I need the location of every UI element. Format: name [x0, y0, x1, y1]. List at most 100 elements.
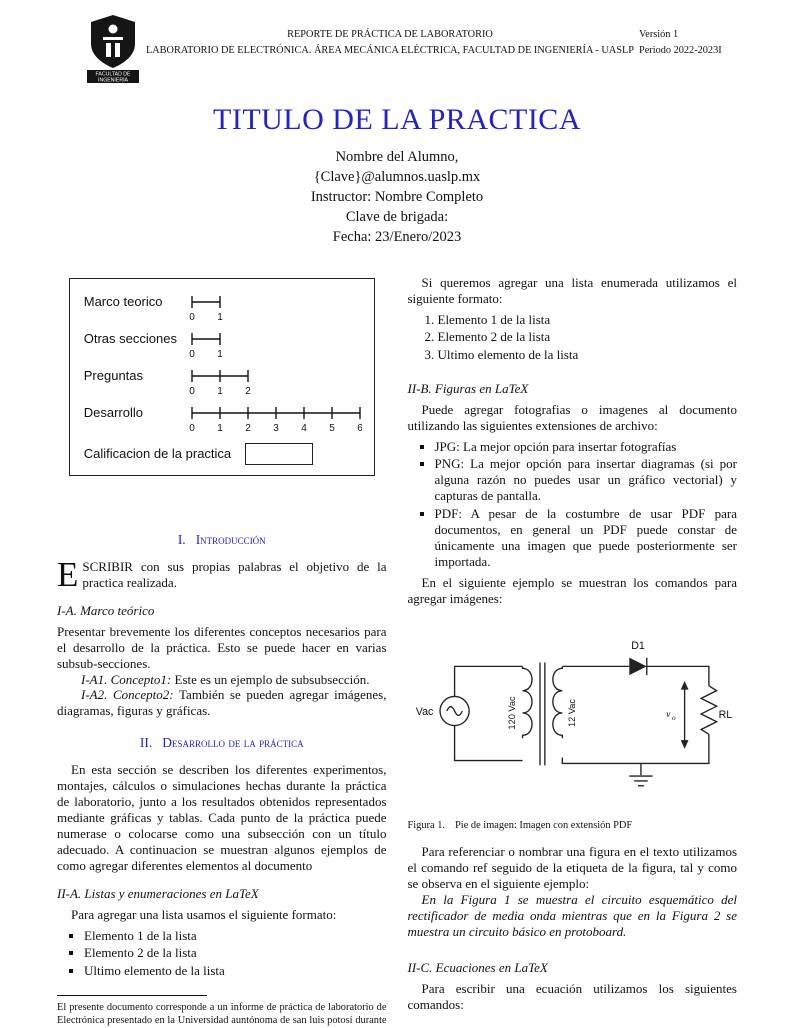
section-heading-desarrollo: II. Desarrollo de la práctica [57, 735, 387, 752]
svg-text:6: 6 [357, 423, 362, 434]
svg-text:1: 1 [217, 386, 223, 397]
concepto2-text: También se pueden agregar imágenes, diag… [57, 687, 387, 719]
concepto2-label: I-A2. Concepto2: [81, 687, 174, 703]
concepto1-label: I-A1. Concepto1: [81, 671, 172, 687]
source-label: Vac [415, 706, 433, 718]
grading-scale: 0 1 2 [189, 370, 251, 397]
faculty-logo: FACULTAD DE INGENIERÍA [85, 14, 141, 89]
rectifier-circuit-image: Vac 120 Vac 12 Vac D1 v o RL [415, 640, 732, 787]
reference-paragraph: Para referenciar o nombrar una figura en… [407, 844, 738, 892]
eq-fraction-2: αV2GS μo [590, 1025, 624, 1028]
grading-row: Preguntas 0 1 2 [84, 367, 362, 398]
list-item: Elemento 2 de la lista [438, 329, 738, 345]
section-title: Desarrollo de la práctica [162, 735, 304, 751]
drop-cap: E [57, 554, 79, 594]
grading-row-label: Otras secciones [83, 331, 177, 346]
version-label: Versión 1 [639, 29, 679, 40]
grading-row-label: Desarrollo [83, 405, 143, 420]
list-item: Ultimo elemento de la lista [438, 347, 738, 363]
section-number: I. [177, 532, 186, 547]
list-item: PDF: A pesar de la costumbre de usar PDF… [435, 506, 738, 570]
right-column: Si queremos agregar una lista enumerada … [408, 275, 738, 1028]
author-name: Nombre del Alumno, [335, 149, 459, 165]
footnote-rule [57, 994, 207, 996]
svg-text:1: 1 [217, 423, 223, 434]
svg-text:1: 1 [217, 312, 223, 323]
svg-text:0: 0 [189, 386, 195, 397]
logo-caption-line1: FACULTAD DE [96, 72, 132, 78]
footnote: El presente documento corresponde a un i… [57, 994, 387, 1028]
diode-label: D1 [631, 640, 645, 652]
header-center: REPORTE DE PRÁCTICA DE LABORATORIO LABOR… [141, 14, 639, 59]
eq-f1n-b: n [559, 1025, 566, 1028]
numbered-list: Elemento 1 de la listaElemento 2 de la l… [408, 312, 738, 363]
eq-f1n-a: qN [538, 1025, 554, 1028]
svg-text:0: 0 [189, 349, 195, 360]
equation-1: ID = qNAn2i ND ( αV2GS μo )3 (1) [408, 1025, 738, 1028]
extensions-bullet-list: JPG: La mejor opción para insertar fotog… [408, 439, 738, 570]
grading-row-label: Marco teorico [83, 294, 163, 309]
svg-text:4: 4 [301, 423, 307, 434]
desarrollo-paragraph: En esta sección se describen los diferen… [57, 762, 387, 873]
marco-teorico-paragraph: Presentar brevemente los diferentes conc… [57, 623, 387, 671]
intro-text: SCRIBIR con sus propias palabras el obje… [82, 558, 387, 590]
svg-text:5: 5 [329, 423, 335, 434]
figure-caption-label: Figura 1. [407, 819, 446, 831]
figuras-intro-paragraph: Puede agregar fotografias o imagenes al … [407, 401, 738, 433]
enum-intro-paragraph: Si queremos agregar una lista enumerada … [407, 275, 738, 306]
grading-score-box [245, 443, 314, 465]
subsection-heading-marco-teorico: I-A. Marco teórico [57, 602, 155, 618]
list-intro-paragraph: Para agregar una lista usamos el siguien… [71, 906, 337, 922]
eq-f2n: αV [594, 1025, 609, 1028]
list-item: Elemento 1 de la lista [438, 312, 738, 328]
list-item: Ultimo elemento de la lista [84, 963, 387, 979]
output-voltage-sub: o [672, 713, 676, 721]
subsection-heading-ecuaciones: II-C. Ecuaciones en LaTeX [407, 960, 548, 976]
page-title: TITULO DE LA PRACTICA [213, 103, 581, 136]
list-item: Elemento 2 de la lista [84, 945, 387, 961]
svg-text:1: 1 [217, 349, 223, 360]
concepto1-text: Este es un ejemplo de subsubsección. [174, 671, 370, 687]
figure-1-caption: Figura 1. Pie de imagen: Imagen con exten… [408, 819, 738, 833]
primary-voltage-label: 120 Vac [506, 696, 516, 730]
shield-logo-icon: FACULTAD DE INGENIERÍA [87, 15, 139, 84]
figure-1: Vac 120 Vac 12 Vac D1 v o RL [408, 617, 738, 811]
equation-intro-paragraph: Para escribir una ecuación utilizamos lo… [407, 981, 738, 1013]
load-label: RL [718, 709, 732, 721]
author-block: Nombre del Alumno, {Clave}@alumnos.uaslp… [57, 147, 737, 247]
logo-caption-line2: INGENIERÍA [98, 77, 129, 84]
grading-score-row: Calificacion de la practica [84, 443, 362, 465]
svg-text:2: 2 [245, 386, 251, 397]
grading-row-label: Preguntas [83, 368, 144, 383]
bullet-list: Elemento 1 de la listaElemento 2 de la l… [57, 928, 387, 979]
list-item: JPG: La mejor opción para insertar fotog… [435, 439, 738, 455]
brigade-line: Clave de brigada: [345, 209, 449, 225]
secondary-voltage-label: 12 Vac [566, 698, 576, 726]
example-intro-paragraph: En el siguiente ejemplo se muestran los … [407, 574, 738, 606]
list-item: PNG: La mejor opción para insertar diagr… [435, 456, 738, 504]
header-report-line: REPORTE DE PRÁCTICA DE LABORATORIO [287, 29, 493, 40]
svg-text:0: 0 [189, 312, 195, 323]
concepto1-paragraph: I-A1. Concepto1: Este es un ejemplo de s… [57, 672, 387, 688]
eq-fraction-1: qNAn2i ND [534, 1025, 574, 1028]
section-title: Introducción [195, 532, 266, 547]
instructor-line: Instructor: Nombre Completo [310, 189, 484, 205]
section-number: II. [139, 735, 153, 751]
header-lab-line: LABORATORIO DE ELECTRÓNICA. ÁREA MECÁNIC… [145, 44, 635, 56]
output-voltage-label: v [666, 709, 671, 720]
date-line: Fecha: 23/Enero/2023 [332, 229, 462, 245]
figure-caption-text: Pie de imagen: Imagen con extensión PDF [455, 819, 633, 831]
header-right: Versión 1 Periodo 2022-2023I [639, 14, 737, 59]
grading-score-label: Calificacion de la practica [83, 446, 232, 461]
svg-text:3: 3 [273, 423, 279, 434]
